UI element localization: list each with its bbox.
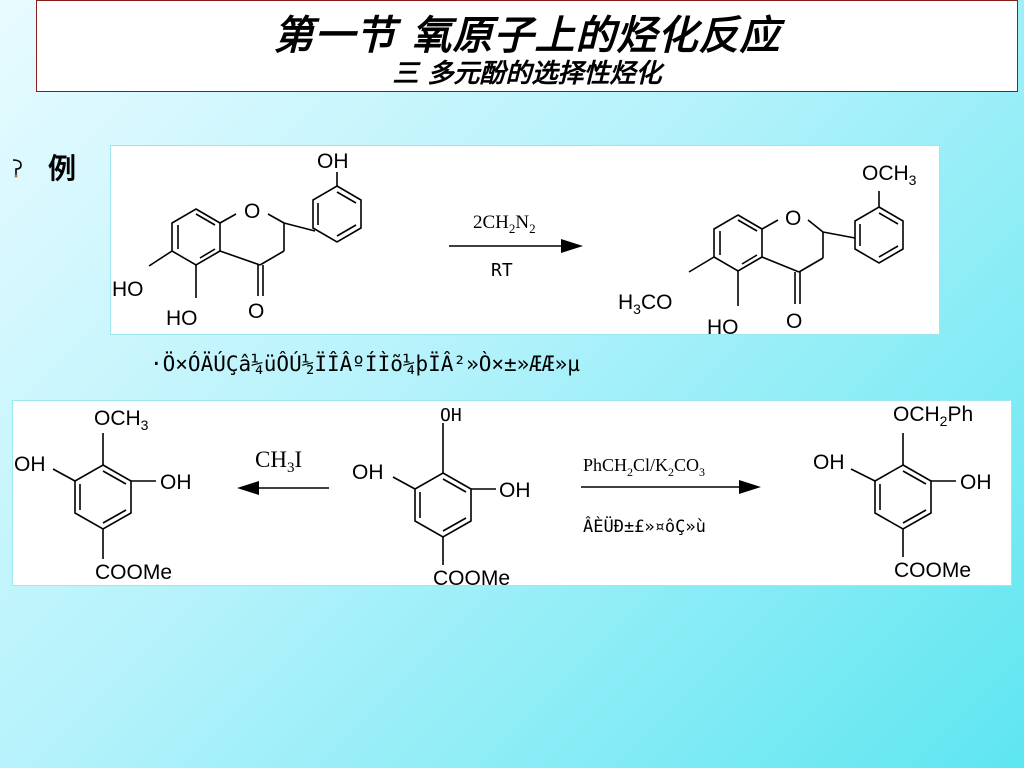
- reactant-ho-left: HO: [112, 278, 144, 301]
- reaction-2-panel: OCH3 OH OH COOMe CH3I OH OH OH COOMe: [12, 400, 1012, 590]
- reactant-ho-bottom: HO: [166, 307, 198, 330]
- benzylation-arrow: PhCH2Cl/K2CO3 ÂÈÜÐ±£»¤ôÇ»ù: [581, 455, 761, 537]
- right-condition-note: ÂÈÜÐ±£»¤ôÇ»ù: [583, 515, 706, 537]
- decorative-bullet-icon: [12, 159, 22, 178]
- reaction-condition-rt: RT: [491, 260, 513, 281]
- center-oh-top: OH: [440, 405, 462, 426]
- reactant-ring-o: O: [244, 200, 260, 223]
- reagent-diazomethane: 2CH2N2: [473, 212, 536, 236]
- starting-methyl-gallate: OH OH OH COOMe: [352, 405, 531, 590]
- center-ester: COOMe: [433, 567, 510, 587]
- left-product-oh-left: OH: [14, 453, 46, 476]
- reagent-benzyl-chloride: PhCH2Cl/K2CO3: [583, 455, 705, 479]
- left-product-och3: OCH3: [94, 407, 149, 433]
- center-oh-right: OH: [499, 479, 531, 502]
- reactant-carbonyl-o: O: [248, 300, 264, 323]
- reactant-oh-top: OH: [317, 150, 349, 173]
- reaction-1-panel: OH O HO HO O 2CH2N2 RT: [110, 145, 940, 339]
- right-product-ester: COOMe: [894, 559, 971, 582]
- mojibake-note: ·Ö×ÓÄÚÇâ¼üÔÚ½ÏÎÂº­ÍÌõ¼þÏÂ²»Ò×±»ÆÆ»µ: [150, 352, 580, 376]
- slide-subtitle: 三 多元酚的选择性烃化: [392, 59, 662, 89]
- example-label: 例: [48, 152, 77, 185]
- product-carbonyl-o: O: [786, 310, 802, 333]
- left-product-gallate-methyl-ether: OCH3 OH OH COOMe: [14, 407, 192, 584]
- methylation-arrow: CH3I: [237, 447, 329, 495]
- product-flavanone: OCH3 O H3CO HO O: [618, 162, 917, 339]
- reaction-2-scheme: OCH3 OH OH COOMe CH3I OH OH OH COOMe: [14, 403, 992, 590]
- slide-title: 第一节 氧原子上的烃化反应: [273, 13, 781, 59]
- reactant-flavanone: OH O HO HO O: [112, 150, 362, 330]
- reagent-methyl-iodide: CH3I: [255, 447, 302, 476]
- product-ring-o: O: [785, 207, 801, 230]
- product-h3co-left: H3CO: [618, 291, 672, 317]
- left-product-oh-right: OH: [160, 471, 192, 494]
- right-product-benzyl-ether: OCH2Ph OH OH COOMe: [813, 403, 992, 582]
- reaction-1-scheme: OH O HO HO O 2CH2N2 RT: [112, 150, 917, 339]
- left-product-ester: COOMe: [95, 561, 172, 584]
- title-box: 第一节 氧原子上的烃化反应 三 多元酚的选择性烃化: [36, 0, 1018, 92]
- right-product-oh-right: OH: [960, 471, 992, 494]
- reaction-1-arrow: 2CH2N2 RT: [449, 212, 583, 281]
- right-product-oh-left: OH: [813, 451, 845, 474]
- product-och3-top: OCH3: [862, 162, 917, 188]
- product-ho-bottom: HO: [707, 316, 739, 336]
- center-oh-left: OH: [352, 461, 384, 484]
- right-product-obn: OCH2Ph: [893, 403, 973, 429]
